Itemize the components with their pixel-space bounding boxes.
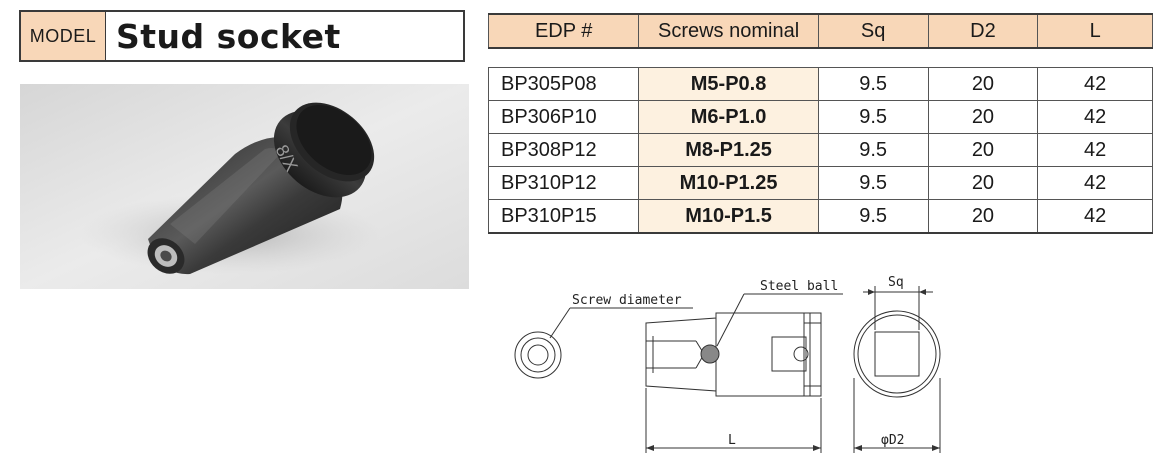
- cell-edp: BP310P12: [487, 166, 640, 200]
- label-d2: φD2: [881, 433, 904, 448]
- header-d2: D2: [927, 13, 1039, 49]
- product-name: Stud socket: [116, 16, 341, 56]
- spacer-cell: [488, 47, 1153, 68]
- cell-sq: 9.5: [817, 166, 929, 200]
- cell-l: 42: [1037, 67, 1153, 101]
- cell-screw: M10-P1.25: [638, 166, 819, 200]
- cell-d2: 20: [927, 133, 1039, 167]
- header-sq: Sq: [817, 13, 929, 49]
- cell-edp: BP306P10: [487, 100, 640, 134]
- header-screws-nominal: Screws nominal: [638, 13, 819, 49]
- table-row: BP306P10 M6-P1.0 9.5 20 42: [487, 100, 1153, 134]
- spec-table: EDP # Screws nominal Sq D2 L BP305P08 M5…: [487, 13, 1153, 234]
- product-title-box: MODEL Stud socket: [19, 10, 465, 62]
- cell-screw: M8-P1.25: [638, 133, 819, 167]
- cell-sq: 9.5: [817, 67, 929, 101]
- cell-screw: M6-P1.0: [638, 100, 819, 134]
- cell-d2: 20: [927, 166, 1039, 200]
- cell-edp: BP310P15: [487, 199, 640, 234]
- table-row: BP310P12 M10-P1.25 9.5 20 42: [487, 166, 1153, 200]
- cell-edp: BP308P12: [487, 133, 640, 167]
- cell-sq: 9.5: [817, 199, 929, 234]
- header-l: L: [1037, 13, 1153, 49]
- cell-screw: M5-P0.8: [638, 67, 819, 101]
- table-header-row: EDP # Screws nominal Sq D2 L: [487, 13, 1153, 49]
- cell-sq: 9.5: [817, 100, 929, 134]
- cell-sq: 9.5: [817, 133, 929, 167]
- cell-d2: 20: [927, 199, 1039, 234]
- cell-l: 42: [1037, 133, 1153, 167]
- product-photo: 8/X: [20, 84, 469, 289]
- table-row: BP310P15 M10-P1.5 9.5 20 42: [487, 199, 1153, 234]
- label-l: L: [728, 433, 736, 448]
- cell-d2: 20: [927, 100, 1039, 134]
- table-row: BP308P12 M8-P1.25 9.5 20 42: [487, 133, 1153, 167]
- header-edp: EDP #: [487, 13, 640, 49]
- cell-l: 42: [1037, 100, 1153, 134]
- table-row: BP305P08 M5-P0.8 9.5 20 42: [487, 67, 1153, 101]
- table-spacer: [488, 47, 1153, 68]
- label-screw-diameter: Screw diameter: [572, 293, 682, 308]
- technical-drawing: Screw diameter Steel ball Sq L φD2: [514, 275, 941, 453]
- cell-screw: M10-P1.5: [638, 199, 819, 234]
- cell-edp: BP305P08: [487, 67, 640, 101]
- cell-d2: 20: [927, 67, 1039, 101]
- label-steel-ball: Steel ball: [760, 279, 838, 294]
- cell-l: 42: [1037, 166, 1153, 200]
- cell-l: 42: [1037, 199, 1153, 234]
- model-label: MODEL: [21, 12, 106, 60]
- label-sq: Sq: [888, 275, 904, 290]
